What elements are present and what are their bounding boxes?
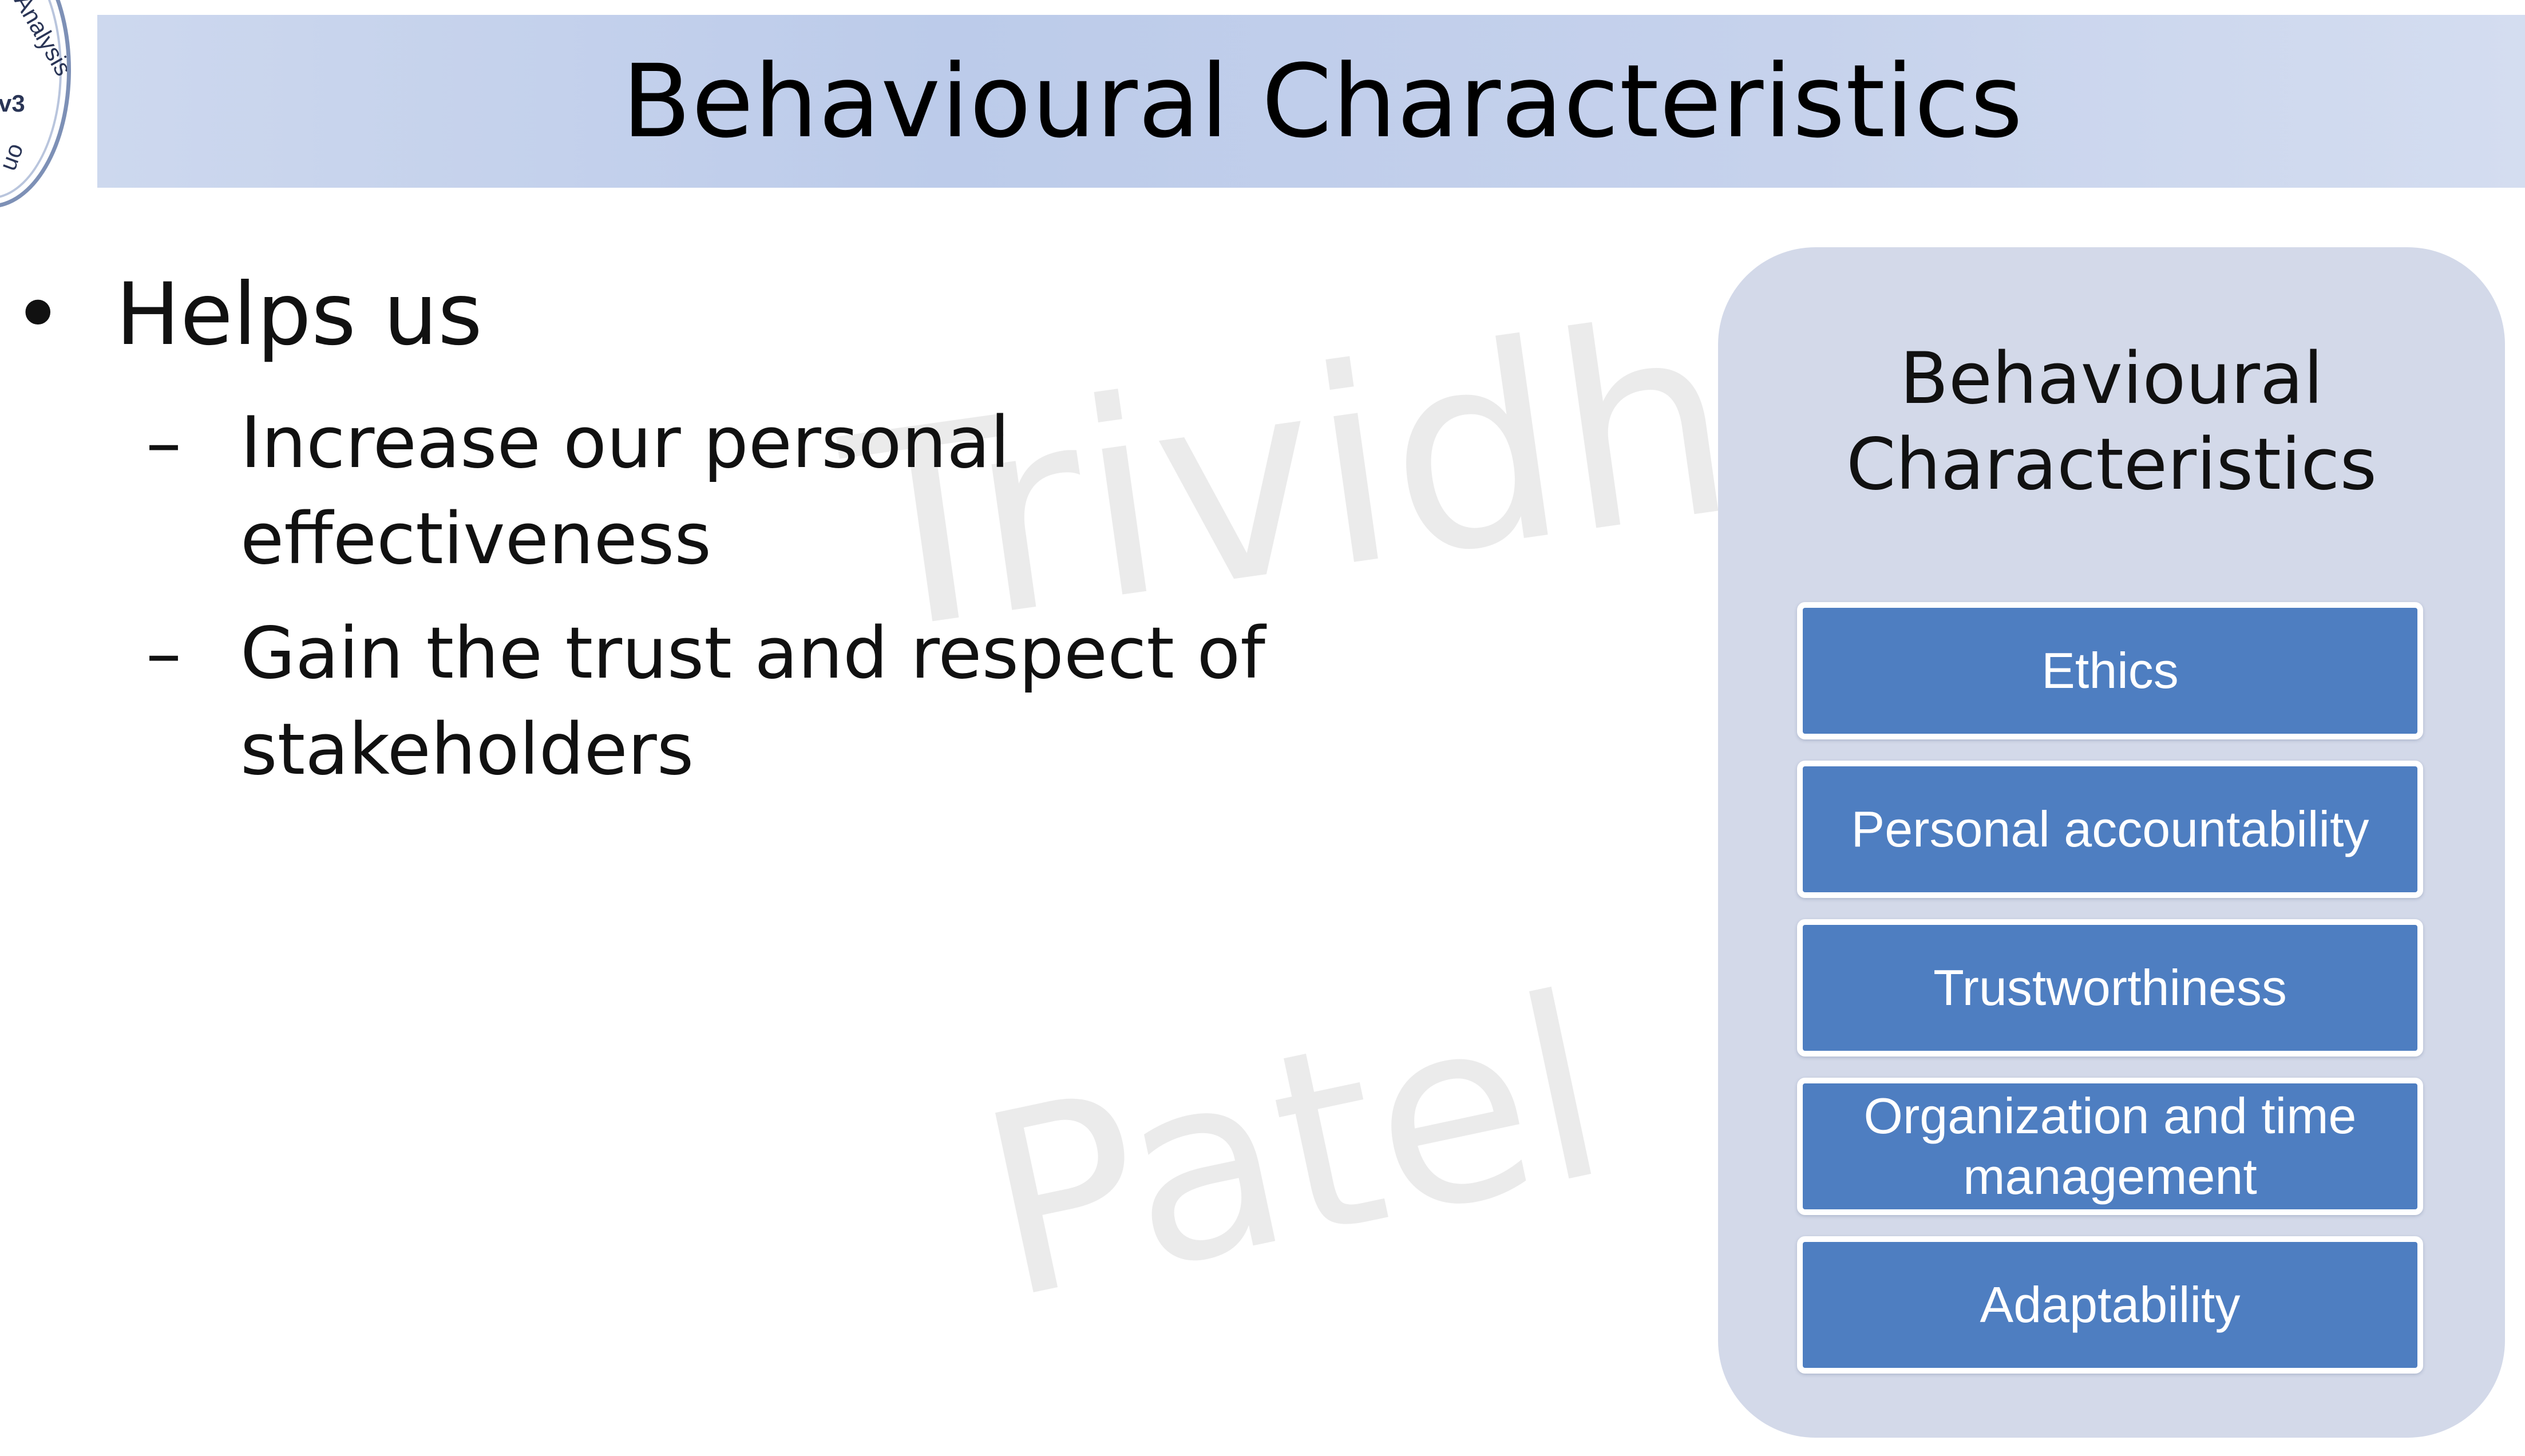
course-logo: Analysis v3 on bbox=[0, 0, 71, 208]
sub-bullet-dash: – bbox=[146, 402, 181, 484]
characteristic-label-line-2: management bbox=[1963, 1148, 2257, 1205]
panel-title: Behavioural Characteristics bbox=[1718, 336, 2505, 508]
characteristic-label: Personal accountability bbox=[1851, 801, 2369, 857]
bullet-dot: • bbox=[13, 265, 64, 365]
sub-bullet-line: Gain the trust and respect of bbox=[240, 612, 1265, 695]
characteristic-box-trustworthiness: Trustworthiness bbox=[1797, 919, 2423, 1057]
characteristic-box-personal-accountability: Personal accountability bbox=[1797, 761, 2423, 898]
sub-bullet-line: Increase our personal bbox=[240, 402, 1010, 484]
characteristic-box-adaptability: Adaptability bbox=[1797, 1236, 2423, 1374]
logo-text-bottom: on bbox=[0, 141, 32, 176]
characteristic-label: Organization and time bbox=[1863, 1087, 2357, 1144]
sub-bullet-text: Gain the trust and respect of stakeholde… bbox=[240, 606, 1265, 798]
sub-bullet-text: Increase our personal effectiveness bbox=[240, 395, 1010, 587]
characteristic-label: Ethics bbox=[2041, 642, 2179, 699]
sub-bullet-line: effectiveness bbox=[240, 498, 712, 580]
characteristic-box-ethics: Ethics bbox=[1797, 602, 2423, 739]
logo-text-mid: v3 bbox=[0, 90, 25, 117]
panel-title-line: Characteristics bbox=[1846, 424, 2377, 506]
characteristics-panel: Behavioural Characteristics Ethics Perso… bbox=[1718, 247, 2505, 1438]
title-banner: Behavioural Characteristics bbox=[97, 15, 2525, 188]
watermark-line-2: Patel bbox=[960, 940, 1627, 1356]
sub-bullet-dash: – bbox=[146, 612, 181, 695]
characteristic-label: Adaptability bbox=[1980, 1276, 2241, 1333]
logo-text-top: Analysis bbox=[9, 0, 71, 81]
bullet-text: Helps us bbox=[116, 265, 483, 365]
slide-title: Behavioural Characteristics bbox=[622, 42, 2024, 160]
panel-title-line: Behavioural bbox=[1899, 338, 2324, 420]
characteristic-box-organization-time-management: Organization and time management bbox=[1797, 1078, 2423, 1215]
bullet-item: • Helps us bbox=[13, 258, 482, 372]
sub-bullet-line: stakeholders bbox=[240, 709, 694, 791]
characteristic-label: Trustworthiness bbox=[1933, 959, 2287, 1016]
